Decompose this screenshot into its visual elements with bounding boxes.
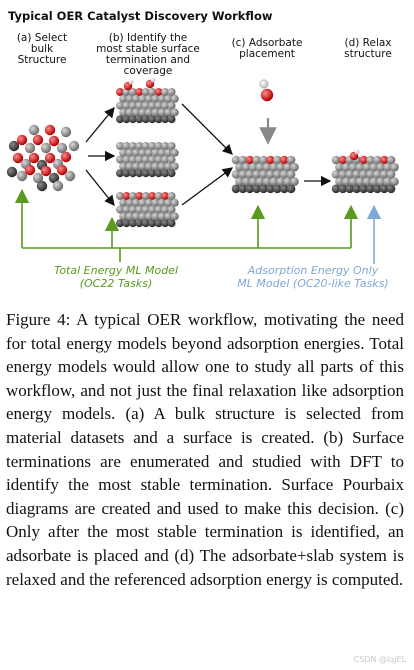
adsorption-model-line-1: Adsorption Energy Only — [247, 264, 379, 277]
stage-d-label: (d) Relax structure — [330, 38, 406, 60]
arrow-from-termination-1 — [181, 103, 233, 155]
stage-d-line-1: (d) Relax — [344, 37, 392, 49]
caption-text: A typical OER workflow, motivating the n… — [6, 310, 405, 589]
adsorption-model-line-2: ML Model (OC20-like Tasks) — [237, 277, 389, 290]
surface-termination-2 — [116, 142, 179, 178]
figure-title: Typical OER Catalyst Discovery Workflow — [8, 9, 273, 23]
branch-arrows — [85, 106, 116, 207]
stage-a-line-2: bulk — [30, 43, 54, 55]
stage-d-line-2: structure — [344, 48, 392, 60]
adsorbate-molecule — [259, 79, 274, 102]
caption-label: Figure 4: — [6, 310, 71, 329]
workflow-figure: Typical OER Catalyst Discovery Workflow … — [0, 0, 414, 300]
stage-b-label: (b) Identify the most stable surface ter… — [86, 33, 210, 77]
workflow-diagram — [6, 77, 399, 264]
stage-a-line-3: Structure — [17, 54, 67, 66]
stage-c-line-2: placement — [239, 48, 295, 60]
stage-c-label: (c) Adsorbate placement — [222, 38, 312, 60]
stage-b-line-1: (b) Identify the — [108, 32, 188, 44]
relaxed-slab-image — [331, 149, 399, 194]
stage-b-line-2: most stable surface — [96, 43, 200, 55]
arrow-from-termination-3 — [181, 167, 234, 206]
surface-termination-3 — [116, 192, 179, 228]
adsorbate-slab-image — [231, 155, 299, 194]
total-energy-model-line-1: Total Energy ML Model — [53, 264, 179, 277]
arrow-to-termination-1 — [85, 106, 115, 143]
total-energy-model-label: Total Energy ML Model (OC22 Tasks) — [24, 264, 208, 290]
watermark: CSDN @lqjEL — [353, 655, 406, 664]
total-energy-bracket — [14, 188, 359, 262]
stage-a-line-1: (a) Select — [16, 32, 68, 44]
figure-caption: Figure 4: A typical OER workflow, motiva… — [6, 308, 404, 591]
bulk-structure-image — [6, 124, 80, 192]
arrow-to-termination-3 — [85, 169, 115, 207]
converge-arrows — [181, 103, 234, 206]
stage-b-line-4: coverage — [123, 65, 173, 77]
stage-b-line-3: termination and — [105, 54, 191, 66]
adsorption-model-label: Adsorption Energy Only ML Model (OC20-li… — [218, 264, 408, 290]
surface-termination-1 — [116, 77, 179, 124]
stage-c-line-1: (c) Adsorbate — [231, 37, 303, 49]
stage-a-label: (a) Select bulk Structure — [8, 33, 76, 66]
total-energy-model-line-2: (OC22 Tasks) — [79, 277, 153, 290]
